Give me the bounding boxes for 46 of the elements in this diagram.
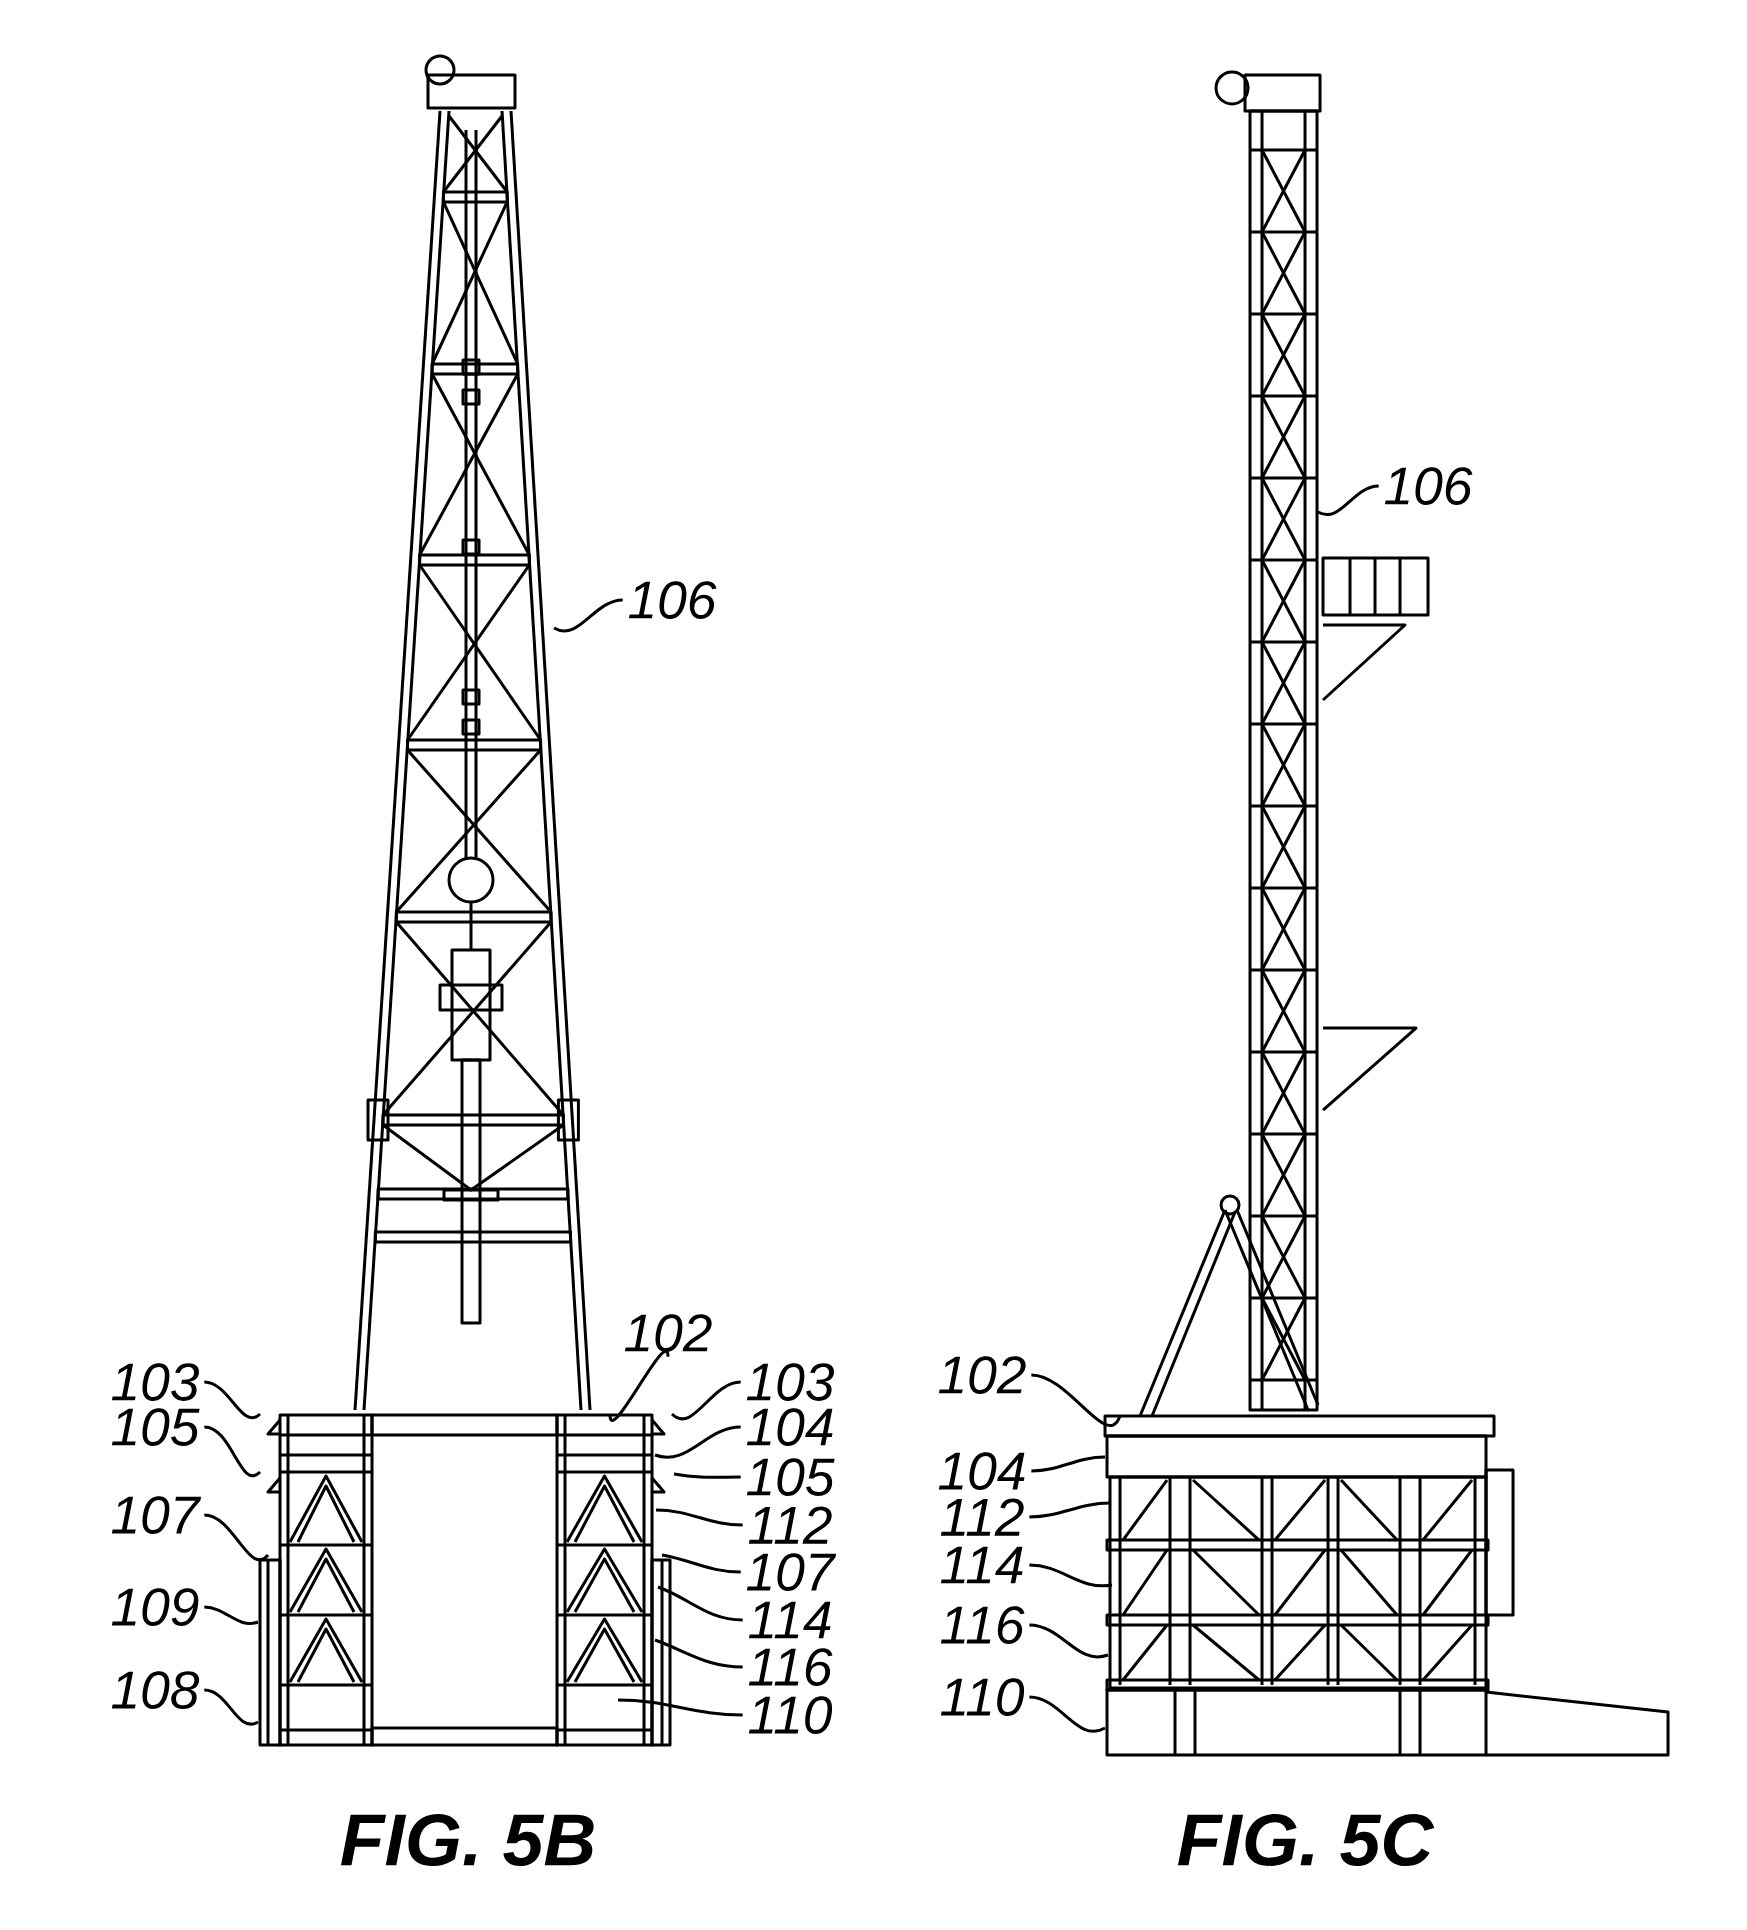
callout-number: 102 (938, 1356, 1026, 1394)
callout-number: 105 (111, 1408, 200, 1446)
callout-number: 110 (940, 1678, 1025, 1716)
callout-number: 104 (746, 1408, 833, 1446)
callout-number: 104 (938, 1452, 1025, 1490)
callout-number: 114 (748, 1601, 831, 1639)
leader-line (661, 1553, 741, 1574)
callout-number: 110 (748, 1696, 833, 1734)
leader-line (654, 1425, 741, 1459)
callout-number: 107 (111, 1496, 202, 1534)
leader-line (608, 1350, 670, 1422)
leader-line (1029, 1623, 1109, 1659)
callout-number: 103 (111, 1363, 199, 1401)
callout-number: 109 (111, 1588, 199, 1626)
figure-caption: FIG. 5B (340, 1814, 594, 1866)
leader-line (1031, 1373, 1122, 1427)
leader-line (553, 598, 623, 633)
callout-number: 107 (746, 1553, 837, 1591)
callout-number: 108 (111, 1671, 200, 1709)
leader-line (204, 1605, 259, 1625)
leader-line (1031, 1455, 1106, 1473)
leader-line (655, 1508, 743, 1527)
callout-number: 106 (628, 581, 717, 619)
leader-line (654, 1638, 743, 1669)
leader-line (617, 1698, 743, 1717)
callout-number: 116 (940, 1606, 1025, 1644)
leader-line (1029, 1563, 1113, 1588)
callout-number: 105 (746, 1458, 835, 1496)
leader-line (204, 1380, 261, 1420)
callout-number: 112 (940, 1498, 1024, 1536)
callout-number: 114 (940, 1546, 1023, 1584)
leader-line (204, 1688, 259, 1726)
callout-number: 106 (1384, 467, 1473, 505)
callout-number: 116 (748, 1648, 833, 1686)
callout-number: 112 (748, 1506, 832, 1544)
leader-line (657, 1585, 743, 1622)
leader-line (671, 1380, 741, 1421)
leader-line (1029, 1695, 1106, 1733)
leader-line (1317, 484, 1379, 516)
leader-line (673, 1472, 741, 1479)
leader-line (204, 1513, 269, 1561)
callout-number: 103 (746, 1363, 834, 1401)
figure-caption: FIG. 5C (1178, 1814, 1435, 1866)
leader-line (1029, 1501, 1111, 1519)
leader-line (204, 1425, 261, 1477)
callout-number: 102 (624, 1314, 712, 1352)
